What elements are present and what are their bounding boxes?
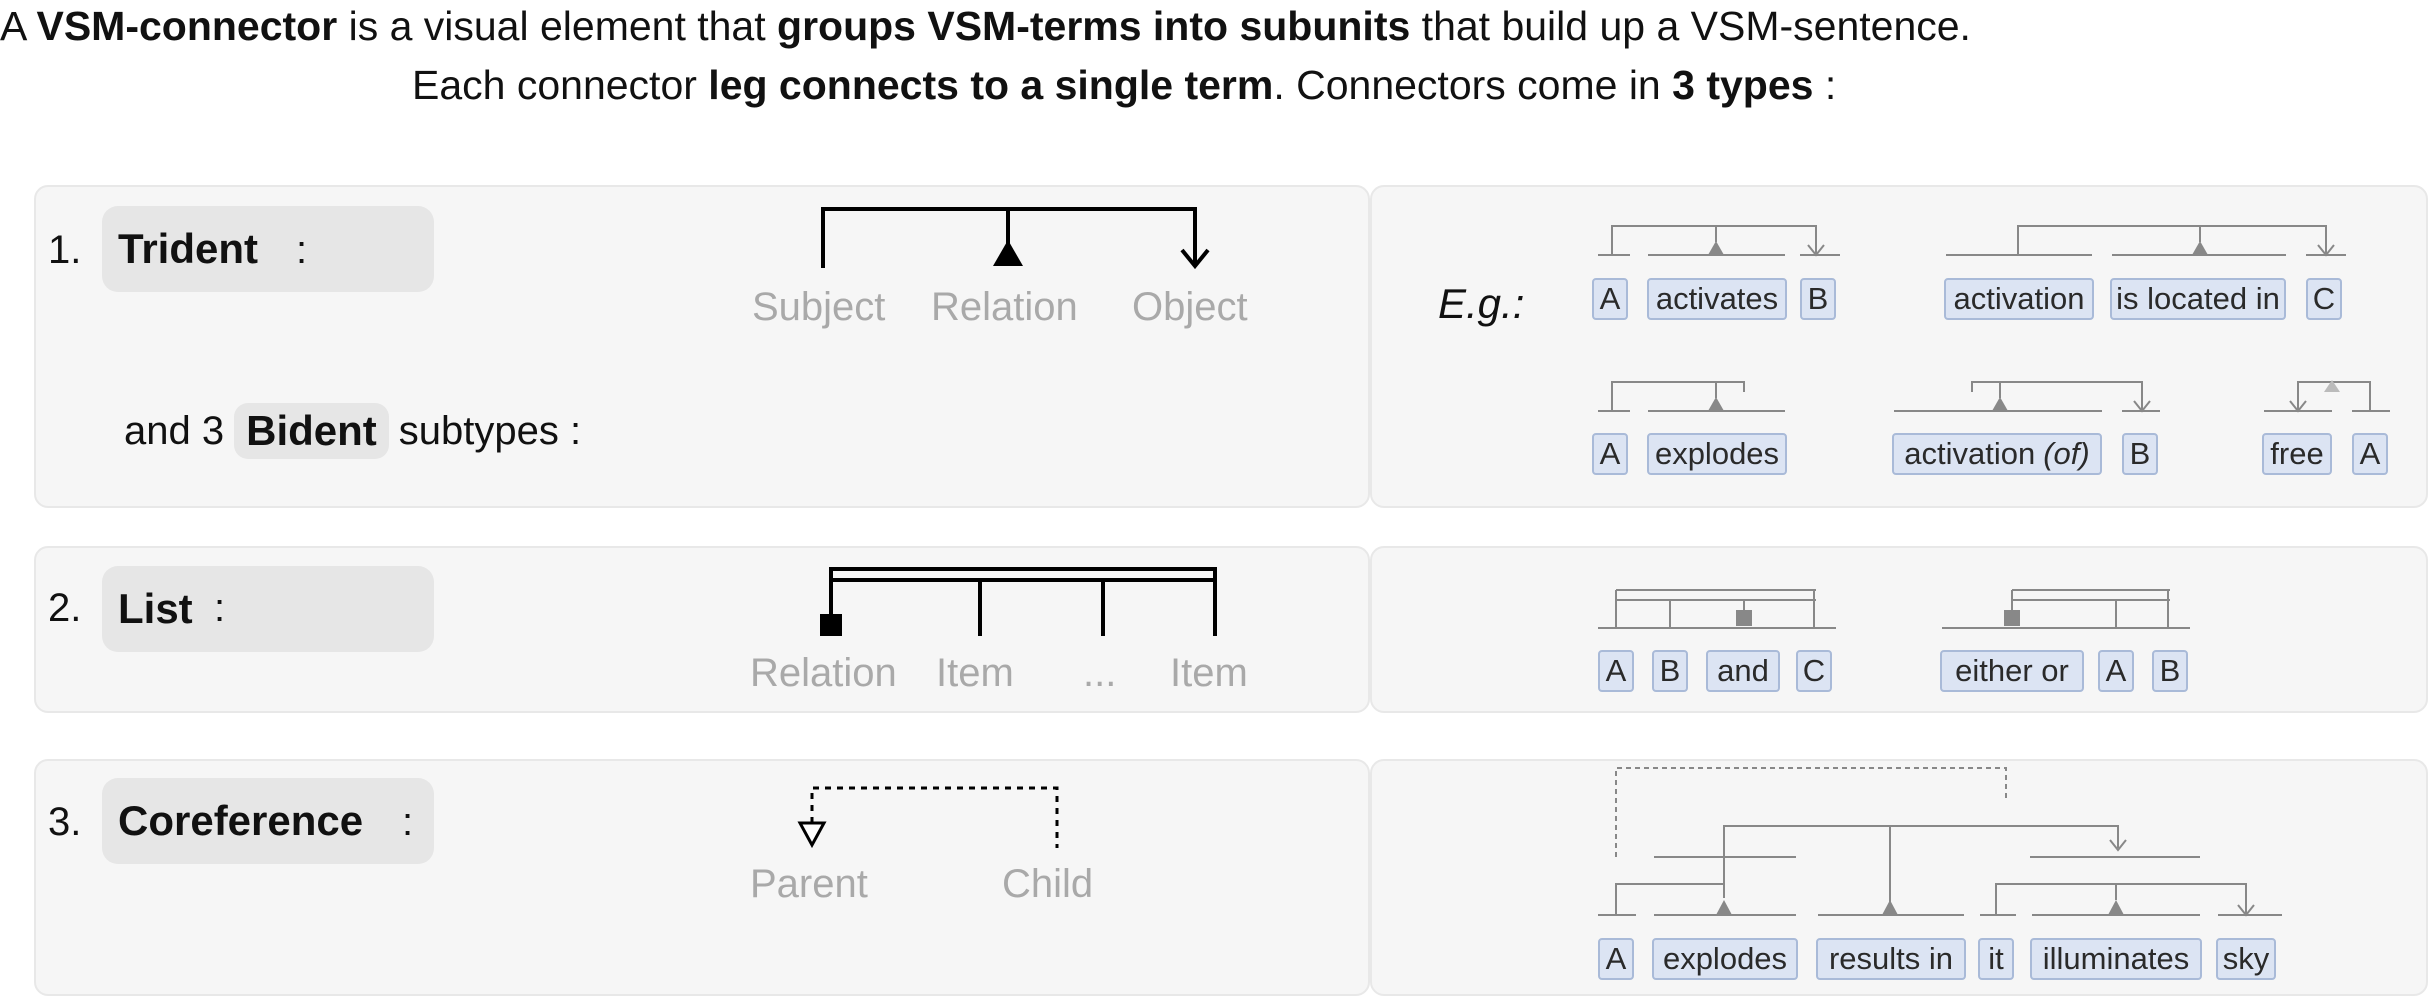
intro-line-2: Each connector leg connects to a single …: [412, 65, 1836, 106]
term: explodes: [1652, 938, 1798, 980]
term: and: [1706, 650, 1780, 692]
term: sky: [2216, 938, 2276, 980]
intro-text: that build up a VSM-sentence.: [1410, 3, 1971, 49]
type-name-list: List: [102, 566, 434, 652]
type-colon: :: [214, 586, 226, 630]
list-connector: [829, 567, 1217, 636]
term: B: [1652, 650, 1688, 692]
label-child: Child: [1002, 862, 1094, 906]
intro-text: :: [1813, 62, 1837, 108]
term: illuminates: [2030, 938, 2202, 980]
type-colon: :: [402, 800, 414, 844]
term: activation: [1944, 278, 2094, 320]
example-relation-markers: [1708, 241, 2340, 915]
term-text: activation: [1904, 436, 2036, 471]
intro-text: A: [0, 3, 37, 49]
label-relation: Relation: [931, 285, 1078, 329]
term: explodes: [1647, 433, 1787, 475]
term: A: [2352, 433, 2388, 475]
label-subject: Subject: [752, 285, 886, 329]
type-name-trident: Trident: [102, 206, 434, 292]
intro-text: Each connector: [412, 62, 709, 108]
term: results in: [1816, 938, 1966, 980]
intro-bold: leg connects to a single term: [708, 62, 1274, 108]
term: C: [2306, 278, 2342, 320]
term: A: [1592, 433, 1628, 475]
term-activation-of: activation(of): [1892, 433, 2102, 475]
coref-connector: [810, 786, 1059, 848]
term: A: [1598, 938, 1634, 980]
type-number: 2.: [48, 586, 82, 630]
label-object: Object: [1132, 285, 1248, 329]
label-item: Item: [936, 651, 1014, 695]
list-panel-right: [1370, 546, 2428, 713]
term: is located in: [2110, 278, 2286, 320]
type-number: 3.: [48, 800, 82, 844]
parent-arrow: [797, 821, 827, 849]
label-relation: Relation: [750, 651, 897, 695]
type-name: List: [118, 585, 193, 632]
intro-line-1: A VSM-connector is a visual element that…: [0, 6, 1971, 47]
term: A: [1592, 278, 1628, 320]
relation-marker: [820, 614, 842, 636]
bident-prefix: and 3: [124, 408, 225, 453]
intro-bold: 3 types: [1672, 62, 1814, 108]
term: B: [1800, 278, 1836, 320]
intro-text: is a visual element that: [337, 3, 778, 49]
term: either or: [1940, 650, 2084, 692]
type-name: Trident: [118, 225, 259, 272]
bident-name: Bident: [234, 403, 389, 459]
term: it: [1978, 938, 2014, 980]
term: C: [1796, 650, 1832, 692]
trident-connector: [821, 207, 1210, 270]
eg-label: E.g.:: [1438, 280, 1525, 327]
intro-text: . Connectors come in: [1273, 62, 1673, 108]
label-ellipsis: ...: [1083, 651, 1117, 695]
type-number: 1.: [48, 228, 82, 272]
relation-marker: [993, 240, 1023, 266]
intro-bold: groups VSM-terms into subunits: [777, 3, 1411, 49]
type-name-coreference: Coreference: [102, 778, 434, 864]
term: B: [2152, 650, 2188, 692]
type-colon: :: [296, 228, 308, 272]
bident-line: and 3 Bident subtypes :: [124, 403, 581, 459]
intro-bold: VSM-connector: [36, 3, 338, 49]
term: activates: [1647, 278, 1787, 320]
label-item: Item: [1170, 651, 1248, 695]
bident-suffix: subtypes :: [398, 408, 582, 453]
term: free: [2262, 433, 2332, 475]
term: B: [2122, 433, 2158, 475]
term: A: [1598, 650, 1634, 692]
type-name: Coreference: [118, 797, 364, 844]
term-italic: (of): [2043, 436, 2090, 471]
label-parent: Parent: [750, 862, 868, 906]
term: A: [2098, 650, 2134, 692]
example-coref-links: [1615, 767, 2007, 857]
